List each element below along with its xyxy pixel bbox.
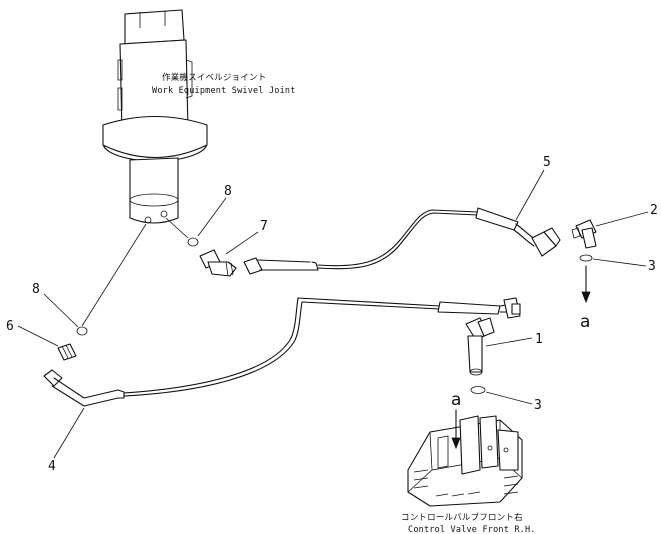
- callout-2: 2: [650, 203, 658, 218]
- callout-6: 6: [6, 319, 14, 334]
- callout-7: 7: [260, 219, 268, 234]
- callout-5: 5: [543, 155, 551, 170]
- swivel-leader-to-8-upper: [165, 217, 189, 239]
- o-ring-3-lower: [470, 386, 486, 394]
- elbow-adapter-2: [571, 219, 597, 249]
- elbow-fitting-7: [199, 249, 237, 277]
- control-valve: [407, 415, 523, 507]
- hose-5: [243, 207, 561, 275]
- swivel-joint: [102, 9, 208, 224]
- reference-a-valve: a: [451, 390, 461, 410]
- arrow-to-a-valve: [451, 409, 461, 450]
- callout-3-lower: 3: [534, 398, 542, 413]
- control-valve-label-en: Control Valve Front R.H.: [408, 525, 536, 534]
- callout-4: 4: [48, 459, 56, 474]
- callout-1: 1: [535, 332, 543, 347]
- elbow-fitting-1: [465, 317, 495, 376]
- o-ring-8-lower: [76, 326, 88, 336]
- swivel-joint-label-jp: 作業機スイベルジョイント: [162, 72, 266, 83]
- arrow-to-a-right: [581, 265, 591, 304]
- o-ring-3-upper: [579, 254, 593, 262]
- callout-8-lower: 8: [32, 282, 40, 297]
- reference-a-right: a: [580, 312, 590, 332]
- o-ring-8-upper: [187, 237, 199, 247]
- callout-3-upper: 3: [648, 259, 656, 274]
- callout-8-upper: 8: [224, 184, 232, 199]
- swivel-joint-label-en: Work Equipment Swivel Joint: [152, 86, 296, 96]
- control-valve-label-jp: コントロールバルブフロント右: [401, 512, 523, 523]
- swivel-leader-to-8-lower: [81, 223, 147, 327]
- connector-6: [57, 343, 77, 361]
- hose-4: [43, 297, 521, 407]
